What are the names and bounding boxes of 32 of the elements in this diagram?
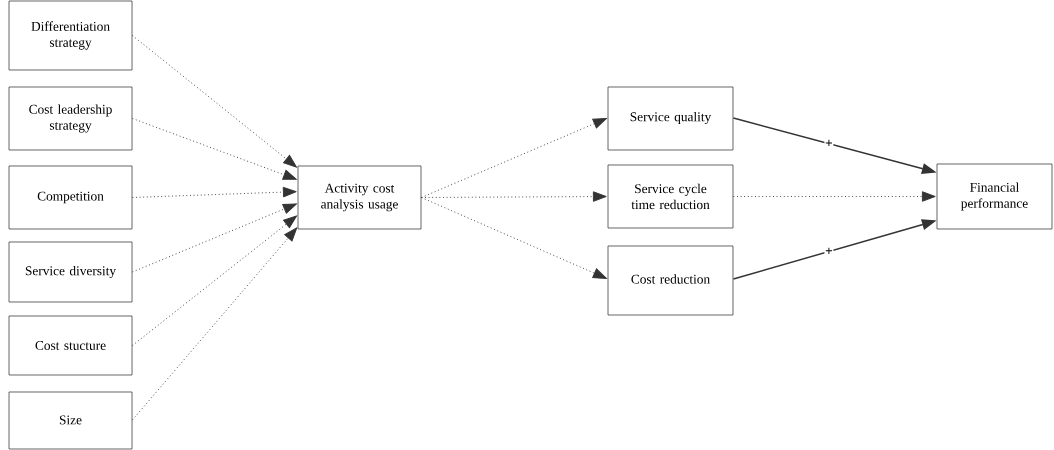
box (607, 164, 734, 229)
box (297, 165, 422, 230)
arrow (131, 215, 297, 346)
box (936, 163, 1053, 230)
arrow (420, 197, 607, 279)
box (8, 165, 133, 230)
node-label: Competition (37, 191, 104, 204)
edge-label: + (825, 247, 832, 254)
node-label: Activity cost analysis usage (321, 183, 398, 212)
node-label: Service diversity (25, 265, 117, 279)
arrow (732, 191, 936, 202)
node-label: Cost stucture (35, 341, 106, 350)
node-label: Financial performance (961, 182, 1028, 211)
box (8, 241, 133, 303)
arrow (131, 227, 298, 421)
box (607, 245, 734, 316)
node-label: Differentiation strategy (31, 21, 110, 50)
node-label: Service cycle time reduction (631, 183, 710, 210)
edge-label: + (825, 139, 832, 147)
arrow (131, 35, 297, 168)
arrow (131, 186, 297, 198)
box (8, 86, 133, 151)
node-label: Cost leadership strategy (29, 104, 112, 133)
node-label: Service quality (630, 111, 712, 125)
arrow (131, 118, 297, 180)
box (8, 315, 133, 376)
arrow (131, 203, 297, 273)
node-label: Cost reduction (631, 274, 710, 284)
box (8, 0, 133, 71)
box (607, 86, 734, 151)
box (8, 391, 133, 450)
node-label: Size (59, 415, 82, 425)
